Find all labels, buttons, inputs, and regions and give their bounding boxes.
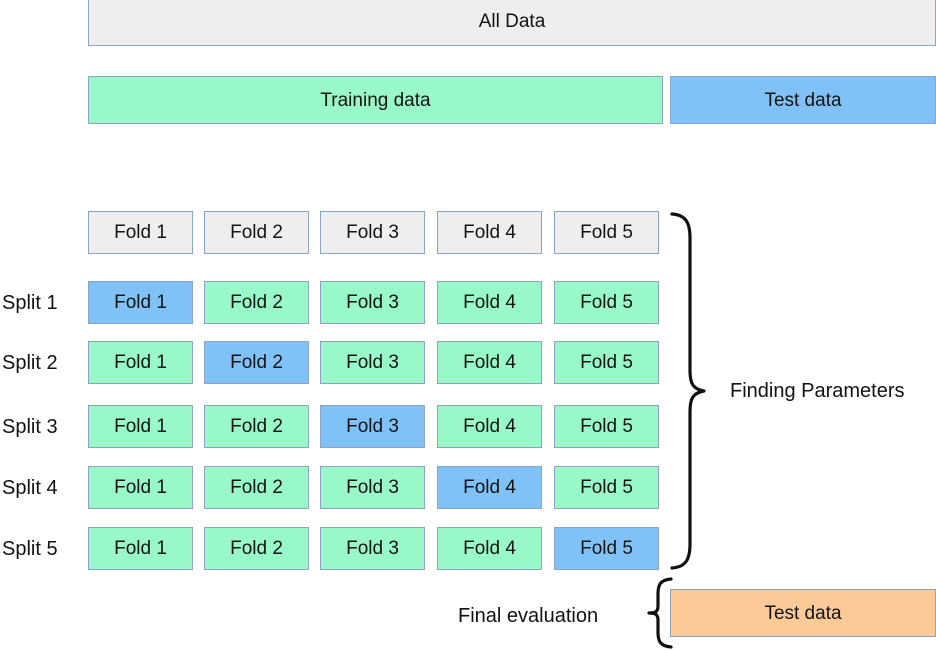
all-data-label: All Data xyxy=(478,10,546,32)
finding-parameters-brace-icon xyxy=(670,212,706,570)
fold-header-cell-2: Fold 2 xyxy=(204,211,309,254)
split-4-cell-5: Fold 5 xyxy=(554,466,659,509)
split-3-cell-2: Fold 2 xyxy=(204,405,309,448)
split-3-cell-5: Fold 5 xyxy=(554,405,659,448)
split-5-cell-label-5: Fold 5 xyxy=(580,538,633,559)
split-4-cell-4: Fold 4 xyxy=(437,466,542,509)
split-1-cell-label-3: Fold 3 xyxy=(346,292,399,313)
split-3-cell-4: Fold 4 xyxy=(437,405,542,448)
training-data-label: Training data xyxy=(320,89,431,111)
split-1-cell-label-2: Fold 2 xyxy=(230,292,283,313)
split-1-cell-2: Fold 2 xyxy=(204,281,309,324)
split-2-cell-3: Fold 3 xyxy=(320,341,425,384)
split-5-cell-label-2: Fold 2 xyxy=(230,538,283,559)
fold-header-cell-4: Fold 4 xyxy=(437,211,542,254)
split-5-cell-3: Fold 3 xyxy=(320,527,425,570)
split-5-cell-2: Fold 2 xyxy=(204,527,309,570)
all-data-box: All Data xyxy=(88,0,936,46)
split-5-cell-1: Fold 1 xyxy=(88,527,193,570)
fold-header-label-5: Fold 5 xyxy=(580,222,633,243)
split-4-cell-2: Fold 2 xyxy=(204,466,309,509)
split-4-cell-label-1: Fold 1 xyxy=(114,477,167,498)
split-3-cell-label-2: Fold 2 xyxy=(230,416,283,437)
training-data-box: Training data xyxy=(88,76,663,124)
final-evaluation-label: Final evaluation xyxy=(458,605,599,627)
split-2-cell-label-1: Fold 1 xyxy=(114,352,167,373)
split-1-cell-label-4: Fold 4 xyxy=(463,292,516,313)
fold-header-label-2: Fold 2 xyxy=(230,222,283,243)
split-4-cell-label-5: Fold 5 xyxy=(580,477,633,498)
split-4-cell-label-4: Fold 4 xyxy=(463,477,516,498)
split-4-cell-3: Fold 3 xyxy=(320,466,425,509)
split-1-cell-label-5: Fold 5 xyxy=(580,292,633,313)
split-5-cell-5: Fold 5 xyxy=(554,527,659,570)
split-row-label-1: Split 1 xyxy=(2,292,58,314)
split-2-cell-5: Fold 5 xyxy=(554,341,659,384)
split-3-cell-label-4: Fold 4 xyxy=(463,416,516,437)
split-4-cell-label-3: Fold 3 xyxy=(346,477,399,498)
fold-header-cell-1: Fold 1 xyxy=(88,211,193,254)
split-2-cell-label-3: Fold 3 xyxy=(346,352,399,373)
split-5-cell-4: Fold 4 xyxy=(437,527,542,570)
split-1-cell-4: Fold 4 xyxy=(437,281,542,324)
split-1-cell-3: Fold 3 xyxy=(320,281,425,324)
split-3-cell-label-3: Fold 3 xyxy=(346,416,399,437)
split-2-cell-4: Fold 4 xyxy=(437,341,542,384)
split-2-cell-label-5: Fold 5 xyxy=(580,352,633,373)
split-1-cell-1: Fold 1 xyxy=(88,281,193,324)
split-3-cell-label-1: Fold 1 xyxy=(114,416,167,437)
final-test-data-box: Test data xyxy=(670,589,936,637)
split-4-cell-1: Fold 1 xyxy=(88,466,193,509)
fold-header-cell-5: Fold 5 xyxy=(554,211,659,254)
split-5-cell-label-4: Fold 4 xyxy=(463,538,516,559)
final-evaluation-brace-icon xyxy=(647,577,673,649)
test-data-label: Test data xyxy=(764,89,842,111)
test-data-box: Test data xyxy=(670,76,936,124)
split-row-label-4: Split 4 xyxy=(2,477,58,499)
split-3-cell-1: Fold 1 xyxy=(88,405,193,448)
split-1-cell-5: Fold 5 xyxy=(554,281,659,324)
fold-header-label-1: Fold 1 xyxy=(114,222,167,243)
split-3-cell-3: Fold 3 xyxy=(320,405,425,448)
final-test-data-label: Test data xyxy=(764,602,842,624)
split-row-label-2: Split 2 xyxy=(2,352,58,374)
split-5-cell-label-1: Fold 1 xyxy=(114,538,167,559)
split-row-label-3: Split 3 xyxy=(2,416,58,438)
split-2-cell-label-4: Fold 4 xyxy=(463,352,516,373)
split-5-cell-label-3: Fold 3 xyxy=(346,538,399,559)
split-1-cell-label-1: Fold 1 xyxy=(114,292,167,313)
fold-header-label-4: Fold 4 xyxy=(463,222,516,243)
split-row-label-5: Split 5 xyxy=(2,538,58,560)
split-3-cell-label-5: Fold 5 xyxy=(580,416,633,437)
fold-header-cell-3: Fold 3 xyxy=(320,211,425,254)
finding-parameters-label: Finding Parameters xyxy=(730,380,905,402)
split-2-cell-2: Fold 2 xyxy=(204,341,309,384)
fold-header-label-3: Fold 3 xyxy=(346,222,399,243)
split-4-cell-label-2: Fold 2 xyxy=(230,477,283,498)
split-2-cell-label-2: Fold 2 xyxy=(230,352,283,373)
split-2-cell-1: Fold 1 xyxy=(88,341,193,384)
